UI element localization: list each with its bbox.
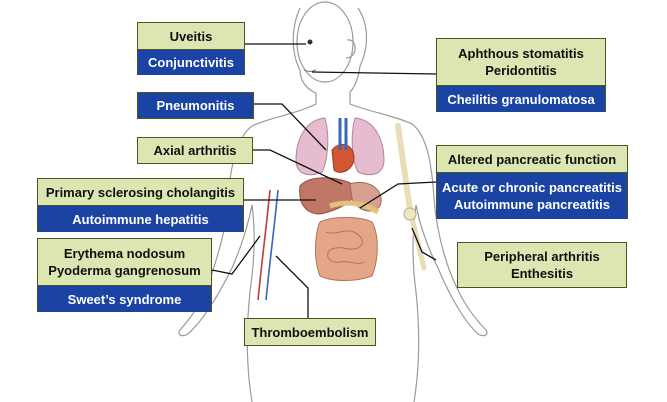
autoimmune-hepatitis-label: Autoimmune hepatitis [38, 205, 243, 232]
pyoderma-label: Pyoderma gangrenosum [48, 262, 200, 279]
sweets-syndrome-label: Sweet’s syndrome [38, 285, 211, 312]
peripheral-arthritis-box: Peripheral arthritis Enthesitis [457, 242, 627, 288]
thromboembolism-box: Thromboembolism [244, 318, 376, 346]
right-lung [352, 118, 384, 175]
pneumonitis-box: Pneumonitis [137, 92, 254, 119]
cheilitis-label: Cheilitis granulomatosa [437, 85, 605, 112]
skin-manifestations-box: Erythema nodosum Pyoderma gangrenosum Sw… [37, 238, 212, 312]
eye-manifestations-box: Uveitis Conjunctivitis [137, 22, 245, 75]
oral-green-section: Aphthous stomatitis Peridontitis [437, 39, 605, 85]
peridontitis-label: Peridontitis [485, 62, 557, 79]
axial-arthritis-box: Axial arthritis [137, 137, 253, 164]
altered-pancreatic-label: Altered pancreatic function [437, 146, 627, 172]
elbow-joint [404, 208, 416, 220]
thromboembolism-label: Thromboembolism [245, 319, 375, 345]
eye [308, 40, 313, 45]
psc-label: Primary sclerosing cholangitis [38, 179, 243, 205]
peripheral-green-section: Peripheral arthritis Enthesitis [458, 243, 626, 287]
erythema-nodosum-label: Erythema nodosum [64, 245, 185, 262]
skin-green-section: Erythema nodosum Pyoderma gangrenosum [38, 239, 211, 285]
enthesitis-label: Enthesitis [511, 265, 573, 282]
oral-manifestations-box: Aphthous stomatitis Peridontitis Cheilit… [436, 38, 606, 112]
peripheral-arthritis-label: Peripheral arthritis [484, 248, 600, 265]
liver [300, 178, 356, 214]
hepatobiliary-box: Primary sclerosing cholangitis Autoimmun… [37, 178, 244, 232]
heart [332, 144, 354, 172]
pancreatitis-section: Acute or chronic pancreatitis Autoimmune… [437, 172, 627, 219]
acute-chronic-pancreatitis-label: Acute or chronic pancreatitis [442, 179, 622, 196]
pneumonitis-label: Pneumonitis [138, 93, 253, 118]
pancreatic-box: Altered pancreatic function Acute or chr… [436, 145, 628, 219]
head [297, 2, 353, 82]
aphthous-stomatitis-label: Aphthous stomatitis [458, 45, 584, 62]
upper-arm-bone [398, 126, 410, 210]
uveitis-label: Uveitis [138, 23, 244, 49]
autoimmune-pancreatitis-label: Autoimmune pancreatitis [454, 196, 610, 213]
conjunctivitis-label: Conjunctivitis [138, 49, 244, 75]
axial-arthritis-label: Axial arthritis [138, 138, 252, 163]
